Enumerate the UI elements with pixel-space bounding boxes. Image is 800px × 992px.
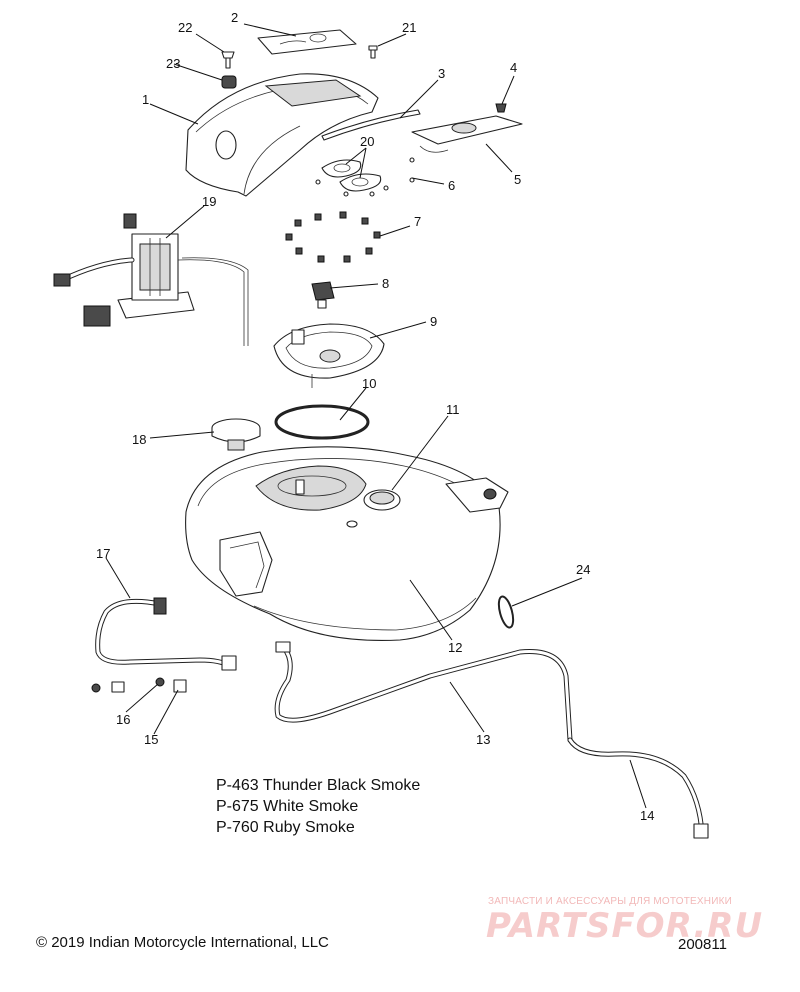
part-8-sender	[311, 281, 335, 309]
callout-8: 8	[382, 276, 389, 291]
callout-9: 9	[430, 314, 437, 329]
part-10-gasket	[274, 404, 370, 440]
part-17-vent-line	[95, 597, 237, 671]
part-6-screws	[315, 157, 415, 197]
part-5-bracket-plate	[411, 115, 523, 153]
part-12-fuel-tank	[185, 446, 509, 641]
part-13-fuel-line	[274, 641, 573, 743]
part-19-fuel-pump	[53, 213, 249, 346]
paint-option: P-463 Thunder Black Smoke	[216, 777, 421, 794]
copyright-notice: © 2019 Indian Motorcycle International, …	[36, 934, 329, 951]
part-2-console-cap	[257, 29, 357, 55]
paint-option: P-675 White Smoke	[216, 798, 359, 815]
callout-22: 22	[178, 20, 192, 35]
part-20-flange	[321, 159, 382, 192]
callout-14: 14	[640, 808, 654, 823]
callout-20: 20	[360, 134, 374, 149]
part-9-pump-plate	[273, 323, 385, 388]
callout-17: 17	[96, 546, 110, 561]
callout-11: 11	[446, 402, 460, 417]
paint-option: P-760 Ruby Smoke	[216, 819, 355, 836]
callout-13: 13	[476, 732, 490, 747]
callout-1: 1	[142, 92, 149, 107]
leader-lines	[105, 23, 647, 809]
part-21-screw	[368, 45, 378, 59]
callout-5: 5	[514, 172, 521, 187]
part-15-fittings	[155, 677, 187, 693]
part-16-fittings	[91, 681, 125, 693]
callout-6: 6	[448, 178, 455, 193]
part-4-clip	[495, 103, 507, 113]
callout-21: 21	[402, 20, 416, 35]
callout-19: 19	[202, 194, 216, 209]
diagram-number: 200811	[678, 936, 727, 953]
callout-2: 2	[231, 10, 238, 25]
part-7-nut-ring	[285, 211, 381, 263]
callout-3: 3	[438, 66, 445, 81]
part-1-console-cover	[185, 73, 379, 197]
part-3-gasket-strip	[321, 109, 421, 141]
callout-numbers: 1 2 3 4 5 6 7 8 9 10 11 12 13 14 15 16 1…	[96, 10, 654, 823]
callout-7: 7	[414, 214, 421, 229]
part-24-clamp	[497, 595, 515, 629]
callout-4: 4	[510, 60, 517, 75]
callout-10: 10	[362, 376, 376, 391]
callout-15: 15	[144, 732, 158, 747]
watermark-tagline: ЗАПЧАСТИ И АКСЕССУАРЫ ДЛЯ МОТОТЕХНИКИ	[488, 896, 733, 907]
part-14-return-line	[567, 737, 709, 839]
callout-12: 12	[448, 640, 462, 655]
part-22-screw	[221, 51, 235, 69]
callout-23: 23	[166, 56, 180, 71]
watermark-logo: PARTSFOR.RU	[486, 906, 764, 946]
part-23-grommet	[221, 75, 237, 89]
callout-18: 18	[132, 432, 146, 447]
callout-16: 16	[116, 712, 130, 727]
callout-24: 24	[576, 562, 590, 577]
paint-options-list: P-463 Thunder Black Smoke P-675 White Sm…	[216, 775, 420, 838]
